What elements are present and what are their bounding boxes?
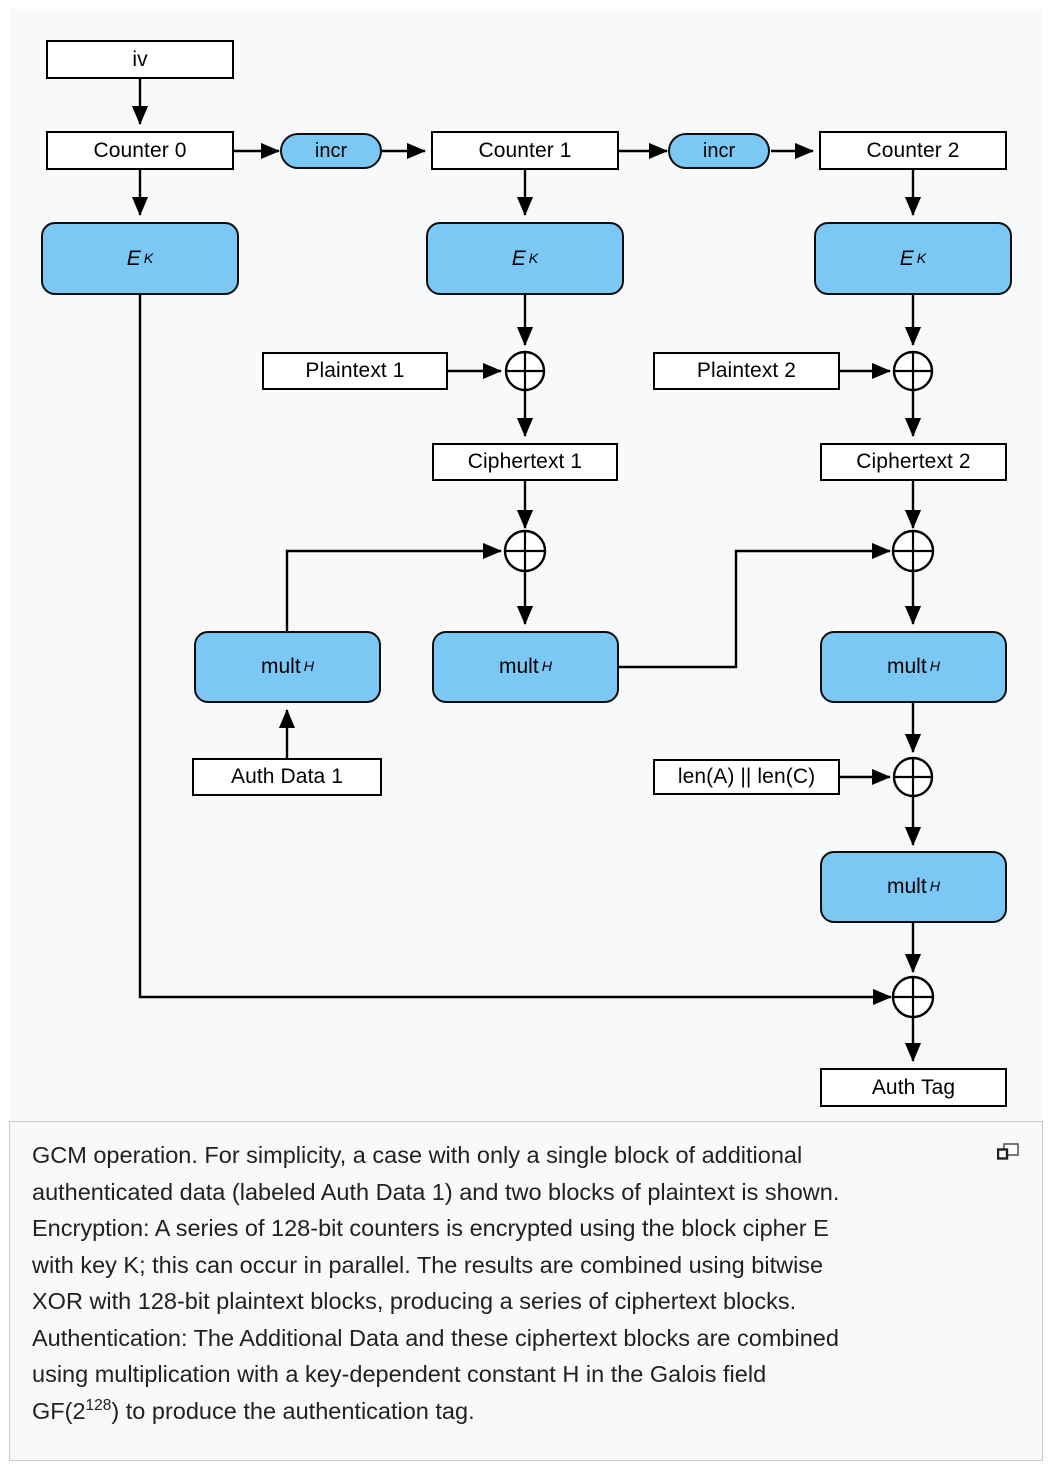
enlarge-thumbnail-icon[interactable]	[997, 1143, 1019, 1161]
gf-exponent: 128	[85, 1396, 112, 1414]
caption-line-4: with key K; this can occur in parallel. …	[32, 1251, 824, 1278]
ek-subscript: K	[143, 250, 154, 267]
node-incr-2: incr	[668, 133, 770, 169]
ek-base-label: E	[511, 246, 526, 270]
ek-base-label: E	[899, 246, 914, 270]
caption-line-6: Authentication: The Additional Data and …	[32, 1324, 839, 1351]
mult-base-label: mult	[499, 655, 539, 678]
figure-caption: GCM operation. For simplicity, a case wi…	[10, 1123, 1042, 1460]
mult-base-label: mult	[261, 655, 301, 678]
node-incr-1: incr	[280, 133, 382, 169]
node-counter-2: Counter 2	[819, 131, 1007, 170]
node-ciphertext-2: Ciphertext 2	[820, 443, 1007, 481]
caption-line-3: Encryption: A series of 128-bit counters…	[32, 1215, 829, 1241]
gf-suffix: ) to produce the authentication tag.	[111, 1397, 475, 1424]
node-len-a-len-c: len(A) || len(C)	[653, 759, 840, 795]
node-counter-1: Counter 1	[431, 131, 619, 170]
node-auth-data-1: Auth Data 1	[192, 758, 382, 796]
node-plaintext-1: Plaintext 1	[262, 352, 448, 390]
node-auth-tag: Auth Tag	[820, 1068, 1007, 1107]
ek-base-label: E	[126, 246, 141, 270]
node-plaintext-2: Plaintext 2	[653, 352, 840, 390]
caption-line-2: authenticated data (labeled Auth Data 1)…	[32, 1178, 840, 1205]
ek-subscript: K	[528, 250, 539, 267]
node-counter-0: Counter 0	[46, 131, 234, 170]
caption-line-8: GF(2128) to produce the authentication t…	[32, 1393, 1020, 1430]
mult-base-label: mult	[887, 875, 927, 898]
mult-subscript: H	[929, 659, 940, 675]
diagram-area	[9, 9, 1043, 1122]
mult-base-label: mult	[887, 655, 927, 678]
node-iv: iv	[46, 40, 234, 79]
mult-subscript: H	[303, 659, 314, 675]
caption-line-5: XOR with 128-bit plaintext blocks, produ…	[32, 1288, 797, 1314]
gf-prefix: GF(2	[32, 1397, 86, 1424]
caption-line-1: GCM operation. For simplicity, a case wi…	[32, 1142, 803, 1168]
ek-subscript: K	[916, 250, 927, 267]
mult-subscript: H	[541, 659, 552, 675]
node-ciphertext-1: Ciphertext 1	[432, 443, 618, 481]
mult-subscript: H	[929, 879, 940, 895]
caption-line-7: using multiplication with a key-dependen…	[32, 1361, 767, 1387]
